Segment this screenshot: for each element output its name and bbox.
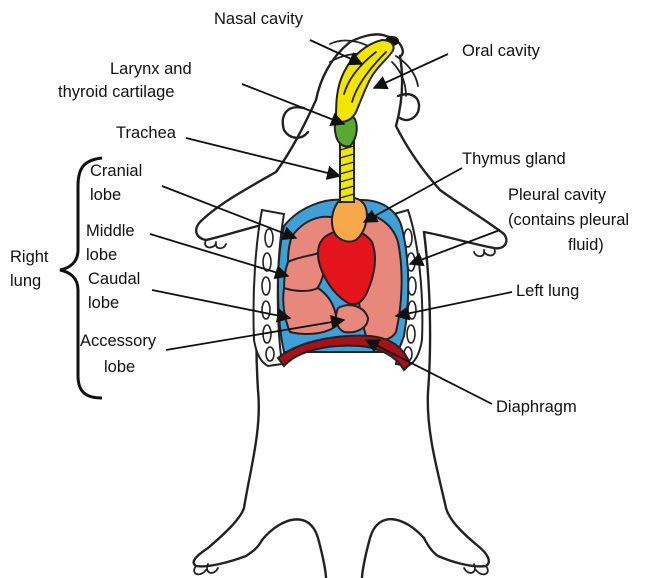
label-thymus-gland: Thymus gland (462, 150, 566, 168)
thymus-gland (332, 198, 367, 242)
label-middle-line2: lobe (86, 246, 117, 264)
label-middle-line1: Middle (86, 222, 135, 240)
accessory-lobe (336, 305, 368, 332)
label-accessory-line1: Accessory (80, 332, 157, 350)
label-accessory-line2: lobe (104, 358, 135, 376)
label-right-lung-line2: lung (10, 272, 41, 290)
label-oral-cavity: Oral cavity (462, 42, 541, 60)
label-cranial-line1: Cranial (90, 162, 142, 180)
label-larynx-line2: thyroid cartilage (58, 83, 174, 101)
label-nasal-cavity: Nasal cavity (214, 10, 304, 28)
label-caudal-line1: Caudal (88, 270, 140, 288)
label-right-lung-line1: Right (10, 248, 49, 266)
label-left-lung: Left lung (516, 282, 579, 300)
label-pleural-line1: Pleural cavity (508, 186, 607, 204)
label-cranial-line2: lobe (90, 186, 121, 204)
label-caudal-line2: lobe (88, 294, 119, 312)
label-larynx-line1: Larynx and (110, 60, 192, 78)
trachea (340, 140, 354, 202)
label-pleural-line2: (contains pleural (508, 211, 629, 229)
label-diaphragm: Diaphragm (496, 398, 577, 416)
label-trachea: Trachea (116, 124, 177, 142)
label-pleural-line3: fluid) (568, 236, 604, 254)
